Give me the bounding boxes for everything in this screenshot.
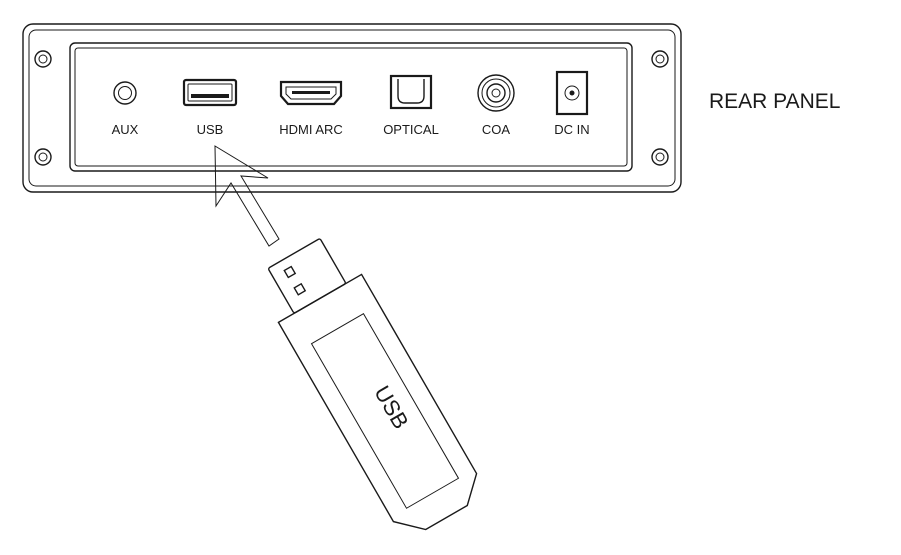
port-label-usb: USB	[197, 122, 224, 137]
usb-flash-drive: USB	[268, 238, 478, 531]
port-label-optical: OPTICAL	[383, 122, 439, 137]
usb-port-icon	[182, 78, 238, 107]
usb-connector	[268, 238, 346, 314]
insert-arrow-icon	[214, 145, 280, 247]
port-label-aux: AUX	[112, 122, 139, 137]
port-label-hdmi-arc: HDMI ARC	[279, 122, 343, 137]
hdmi-port-icon	[279, 80, 343, 106]
screw-icon	[651, 148, 669, 166]
screw-icon	[34, 50, 52, 68]
aux-jack-icon	[113, 81, 137, 105]
optical-port-icon	[389, 74, 433, 110]
screw-icon	[651, 50, 669, 68]
usb-drive-body	[277, 273, 478, 531]
panel-title: REAR PANEL	[709, 90, 841, 113]
device-chassis	[22, 23, 682, 193]
coaxial-jack-icon	[477, 74, 515, 112]
screw-icon	[34, 148, 52, 166]
dc-power-jack-icon	[555, 70, 589, 116]
port-label-dc-in: DC IN	[554, 122, 589, 137]
port-label-coa: COA	[482, 122, 511, 137]
